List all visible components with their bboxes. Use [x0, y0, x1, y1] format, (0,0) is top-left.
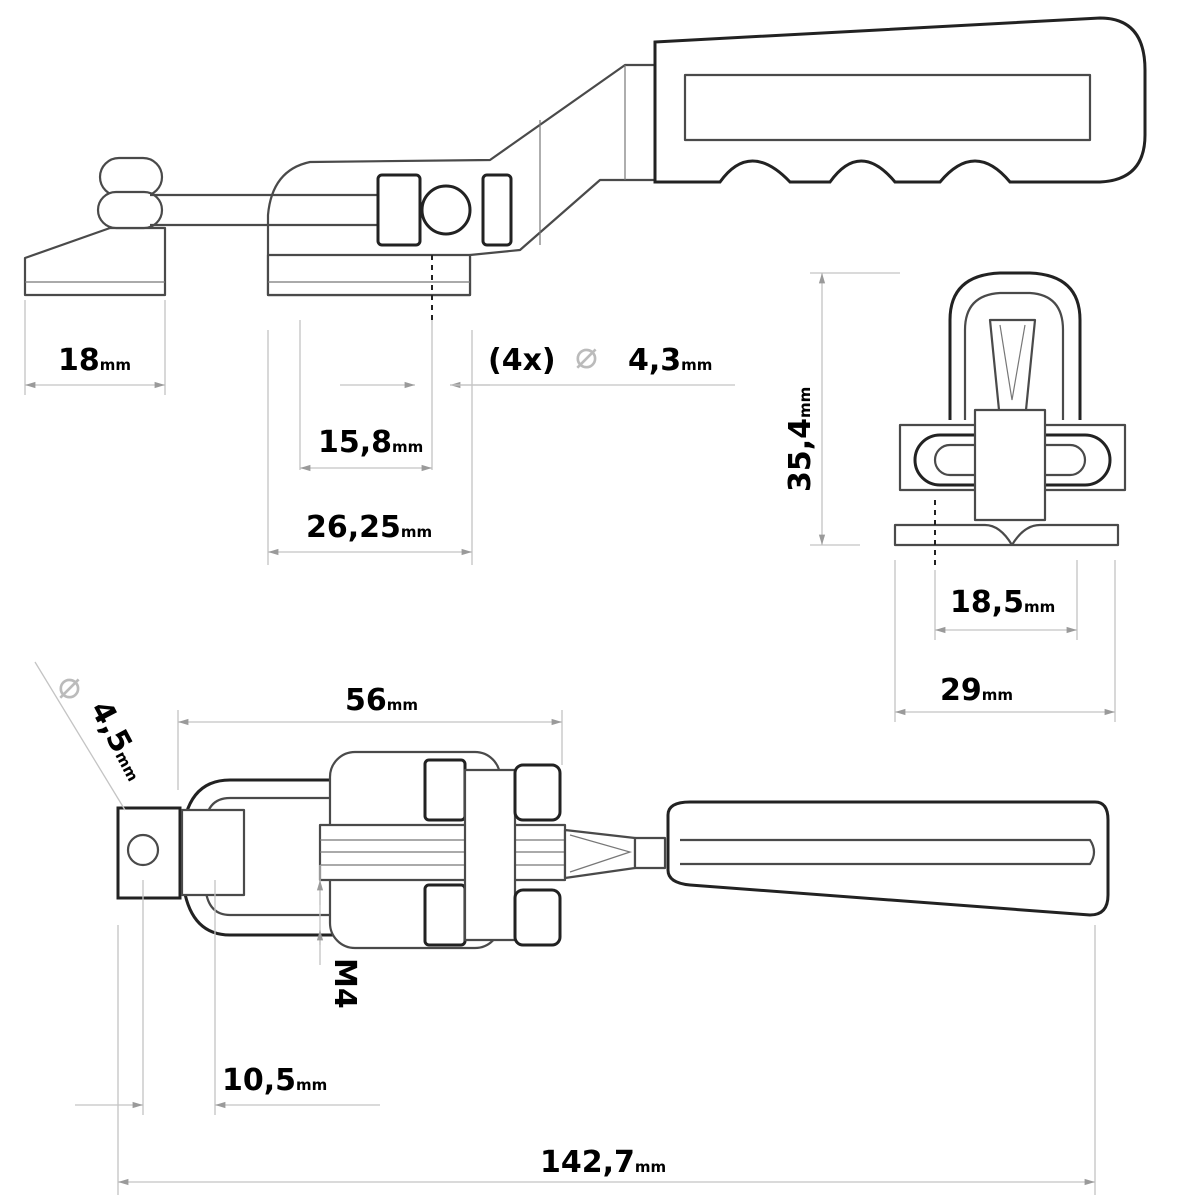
- dim-thread: M4: [316, 865, 362, 1009]
- side-view: [23, 16, 1147, 320]
- hex-nut-2: [481, 173, 513, 247]
- thread-label: M4: [327, 958, 362, 1009]
- dim-value: 142,7: [540, 1145, 635, 1180]
- handle-grip-inset: [683, 73, 1092, 142]
- hex-nut: [376, 173, 422, 247]
- end-view: [893, 271, 1127, 570]
- dim-unit: mm: [296, 1076, 327, 1094]
- svg-text:15,8mm: 15,8mm: [318, 425, 423, 460]
- dim-hole-diameter: (4x) ⌀ 4,3mm: [299, 320, 735, 470]
- dim-hole-spacing: 15,8mm: [300, 425, 432, 472]
- svg-text:29mm: 29mm: [940, 673, 1013, 708]
- top-view: [116, 750, 1110, 950]
- dim-pin-diameter: ⌀ 4,5mm: [34, 661, 154, 811]
- dim-value: 15,8: [318, 425, 392, 460]
- diameter-symbol: ⌀: [58, 663, 81, 707]
- pin-hole: [126, 833, 160, 867]
- dim-unit: mm: [111, 748, 142, 784]
- dim-end-base-width: 29mm: [894, 560, 1116, 722]
- hole-count: (4x): [488, 343, 556, 378]
- dim-value: 10,5: [222, 1063, 296, 1098]
- dim-unit: mm: [387, 696, 418, 714]
- dim-unit: mm: [681, 356, 712, 374]
- svg-text:56mm: 56mm: [345, 683, 418, 718]
- dim-overall-length: 142,7mm: [117, 925, 1096, 1195]
- svg-text:18mm: 18mm: [58, 343, 131, 378]
- dim-unit: mm: [796, 387, 814, 418]
- dim-value: 18,5: [950, 585, 1024, 620]
- clamp-body: [266, 63, 657, 297]
- dim-hook-length: 56mm: [177, 683, 563, 790]
- dim-unit: mm: [392, 438, 423, 456]
- svg-text:18,5mm: 18,5mm: [950, 585, 1055, 620]
- hook-base: [23, 226, 167, 297]
- dim-value: 18: [58, 343, 100, 378]
- dim-unit: mm: [982, 686, 1013, 704]
- svg-text:35,4mm: 35,4mm: [783, 387, 818, 492]
- dim-value: 35,4: [783, 418, 818, 492]
- svg-text:4,5mm: 4,5mm: [83, 695, 154, 786]
- dim-end-hole-spacing: 18,5mm: [934, 560, 1078, 640]
- svg-text:26,25mm: 26,25mm: [306, 510, 432, 545]
- dim-unit: mm: [1024, 598, 1055, 616]
- base-plate: [266, 253, 472, 297]
- dim-offset: 10,5mm: [75, 880, 380, 1115]
- hook-loop-lower: [96, 190, 164, 230]
- diameter-symbol: ⌀: [575, 333, 598, 377]
- dim-unit: mm: [100, 356, 131, 374]
- dim-value: 26,25: [306, 510, 401, 545]
- dim-value: 56: [345, 683, 387, 718]
- ball-joint: [420, 184, 472, 236]
- dim-value: 4,3: [628, 343, 681, 378]
- dim-value: 29: [940, 673, 982, 708]
- dim-value: 4,5: [83, 695, 139, 758]
- dim-base-width: 18mm: [24, 300, 166, 395]
- dim-base-plate-width: 26,25mm: [267, 330, 473, 565]
- dim-end-height: 35,4mm: [783, 272, 900, 546]
- dim-unit: mm: [635, 1158, 666, 1176]
- svg-text:142,7mm: 142,7mm: [540, 1145, 666, 1180]
- svg-text:10,5mm: 10,5mm: [222, 1063, 327, 1098]
- dim-unit: mm: [401, 523, 432, 541]
- hook-loop-upper: [98, 156, 164, 198]
- svg-text:4,3mm: 4,3mm: [628, 343, 712, 378]
